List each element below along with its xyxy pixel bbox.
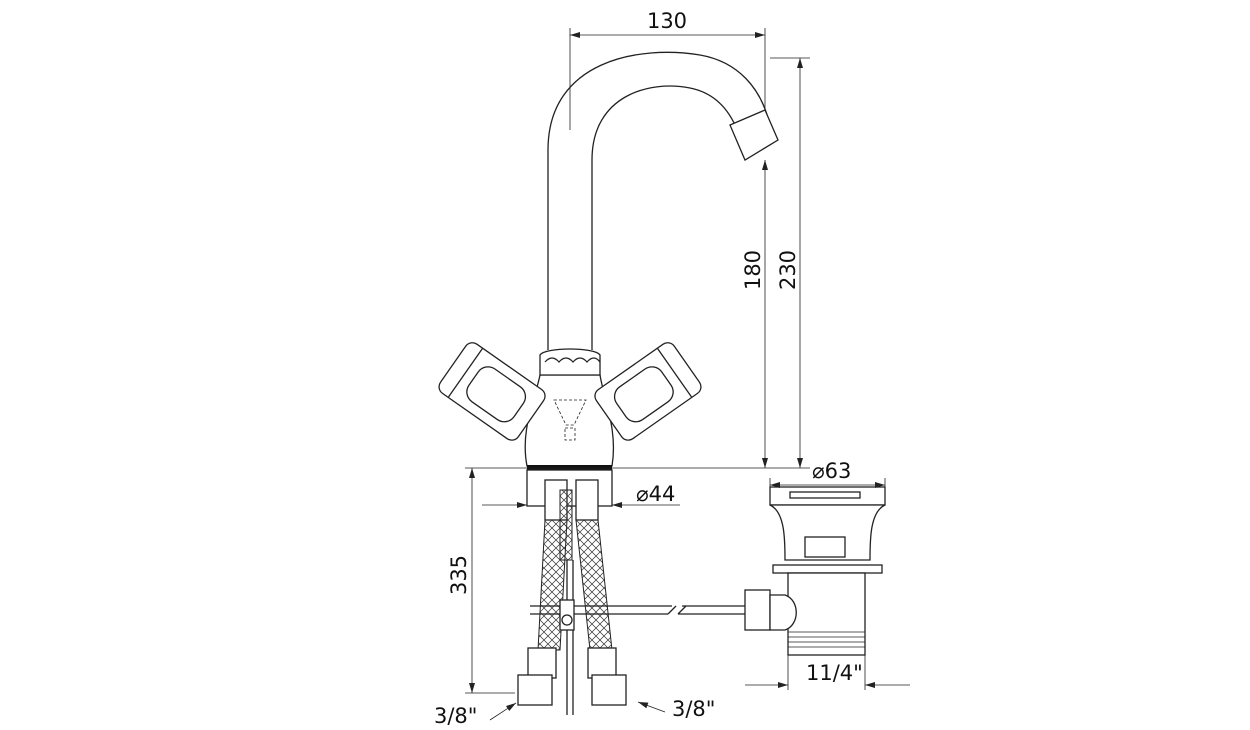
dim-hose-thread-right: 3/8" xyxy=(672,697,715,721)
mixer-body xyxy=(524,348,615,470)
dim-base-diameter: ⌀44 xyxy=(636,482,675,506)
right-handle xyxy=(594,342,702,441)
dim-drain-thread: 11/4" xyxy=(806,661,863,685)
supply-hoses xyxy=(517,469,627,715)
left-handle xyxy=(438,342,546,441)
drain-valve xyxy=(744,486,886,656)
dimension-lines xyxy=(465,28,910,721)
dim-total-height: 230 xyxy=(776,250,800,290)
dim-drain-diameter: ⌀63 xyxy=(812,459,851,483)
dim-hose-thread-left: 3/8" xyxy=(434,704,477,728)
dim-hose-length: 335 xyxy=(447,555,471,595)
dim-spout-height: 180 xyxy=(741,250,765,290)
spout xyxy=(547,51,779,350)
dim-spout-reach: 130 xyxy=(647,9,687,33)
popup-rod xyxy=(530,599,745,631)
aerator-nozzle xyxy=(729,109,779,161)
